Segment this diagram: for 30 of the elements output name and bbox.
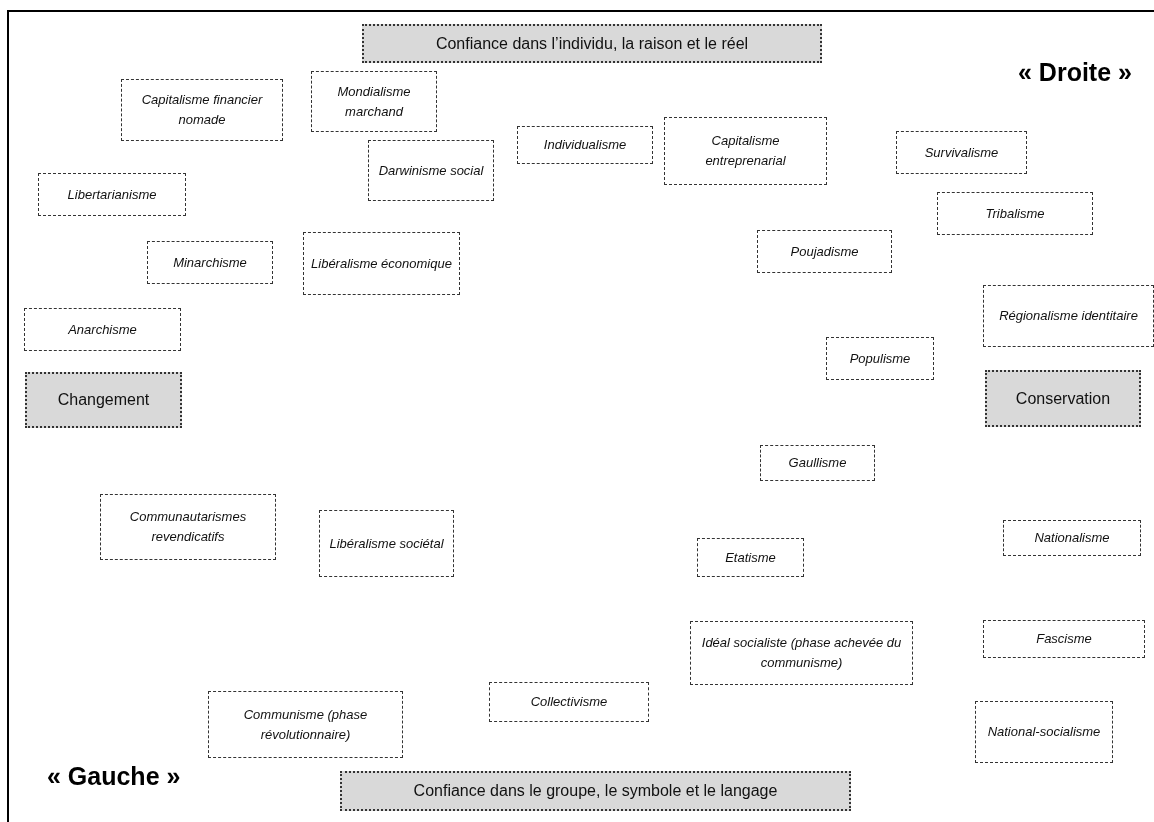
axis-pole-box: Changement <box>25 372 182 428</box>
ideology-box: Libéralisme économique <box>303 232 460 295</box>
ideology-box: Darwinisme social <box>368 140 494 201</box>
ideology-box: Libertarianisme <box>38 173 186 216</box>
ideology-box: Minarchisme <box>147 241 273 284</box>
axis-pole-box: Conservation <box>985 370 1141 427</box>
ideology-box: Individualisme <box>517 126 653 164</box>
ideology-box: Régionalisme identitaire <box>983 285 1154 347</box>
ideology-box: Libéralisme sociétal <box>319 510 454 577</box>
ideology-box: Etatisme <box>697 538 804 577</box>
ideology-box: Capitalisme financier nomade <box>121 79 283 141</box>
pole-label: « Gauche » <box>47 762 181 791</box>
ideology-box: Communisme (phase révolutionnaire) <box>208 691 403 758</box>
ideology-box: Mondialisme marchand <box>311 71 437 132</box>
ideology-box: Survivalisme <box>896 131 1027 174</box>
ideology-box: Populisme <box>826 337 934 380</box>
axis-pole-box: Confiance dans l’individu, la raison et le réel <box>362 24 822 63</box>
pole-label: « Droite » <box>1018 58 1132 87</box>
ideology-box: Idéal socialiste (phase achevée du communisme) <box>690 621 913 685</box>
ideology-box: Poujadisme <box>757 230 892 273</box>
axis-pole-box: Confiance dans le groupe, le symbole et le langage <box>340 771 851 811</box>
ideology-box: Fascisme <box>983 620 1145 658</box>
ideology-box: Anarchisme <box>24 308 181 351</box>
ideology-box: Collectivisme <box>489 682 649 722</box>
ideology-box: Communautarismes revendicatifs <box>100 494 276 560</box>
ideology-box: National-socialisme <box>975 701 1113 763</box>
ideology-box: Nationalisme <box>1003 520 1141 556</box>
ideology-box: Gaullisme <box>760 445 875 481</box>
ideology-box: Tribalisme <box>937 192 1093 235</box>
ideology-box: Capitalisme entreprenarial <box>664 117 827 185</box>
